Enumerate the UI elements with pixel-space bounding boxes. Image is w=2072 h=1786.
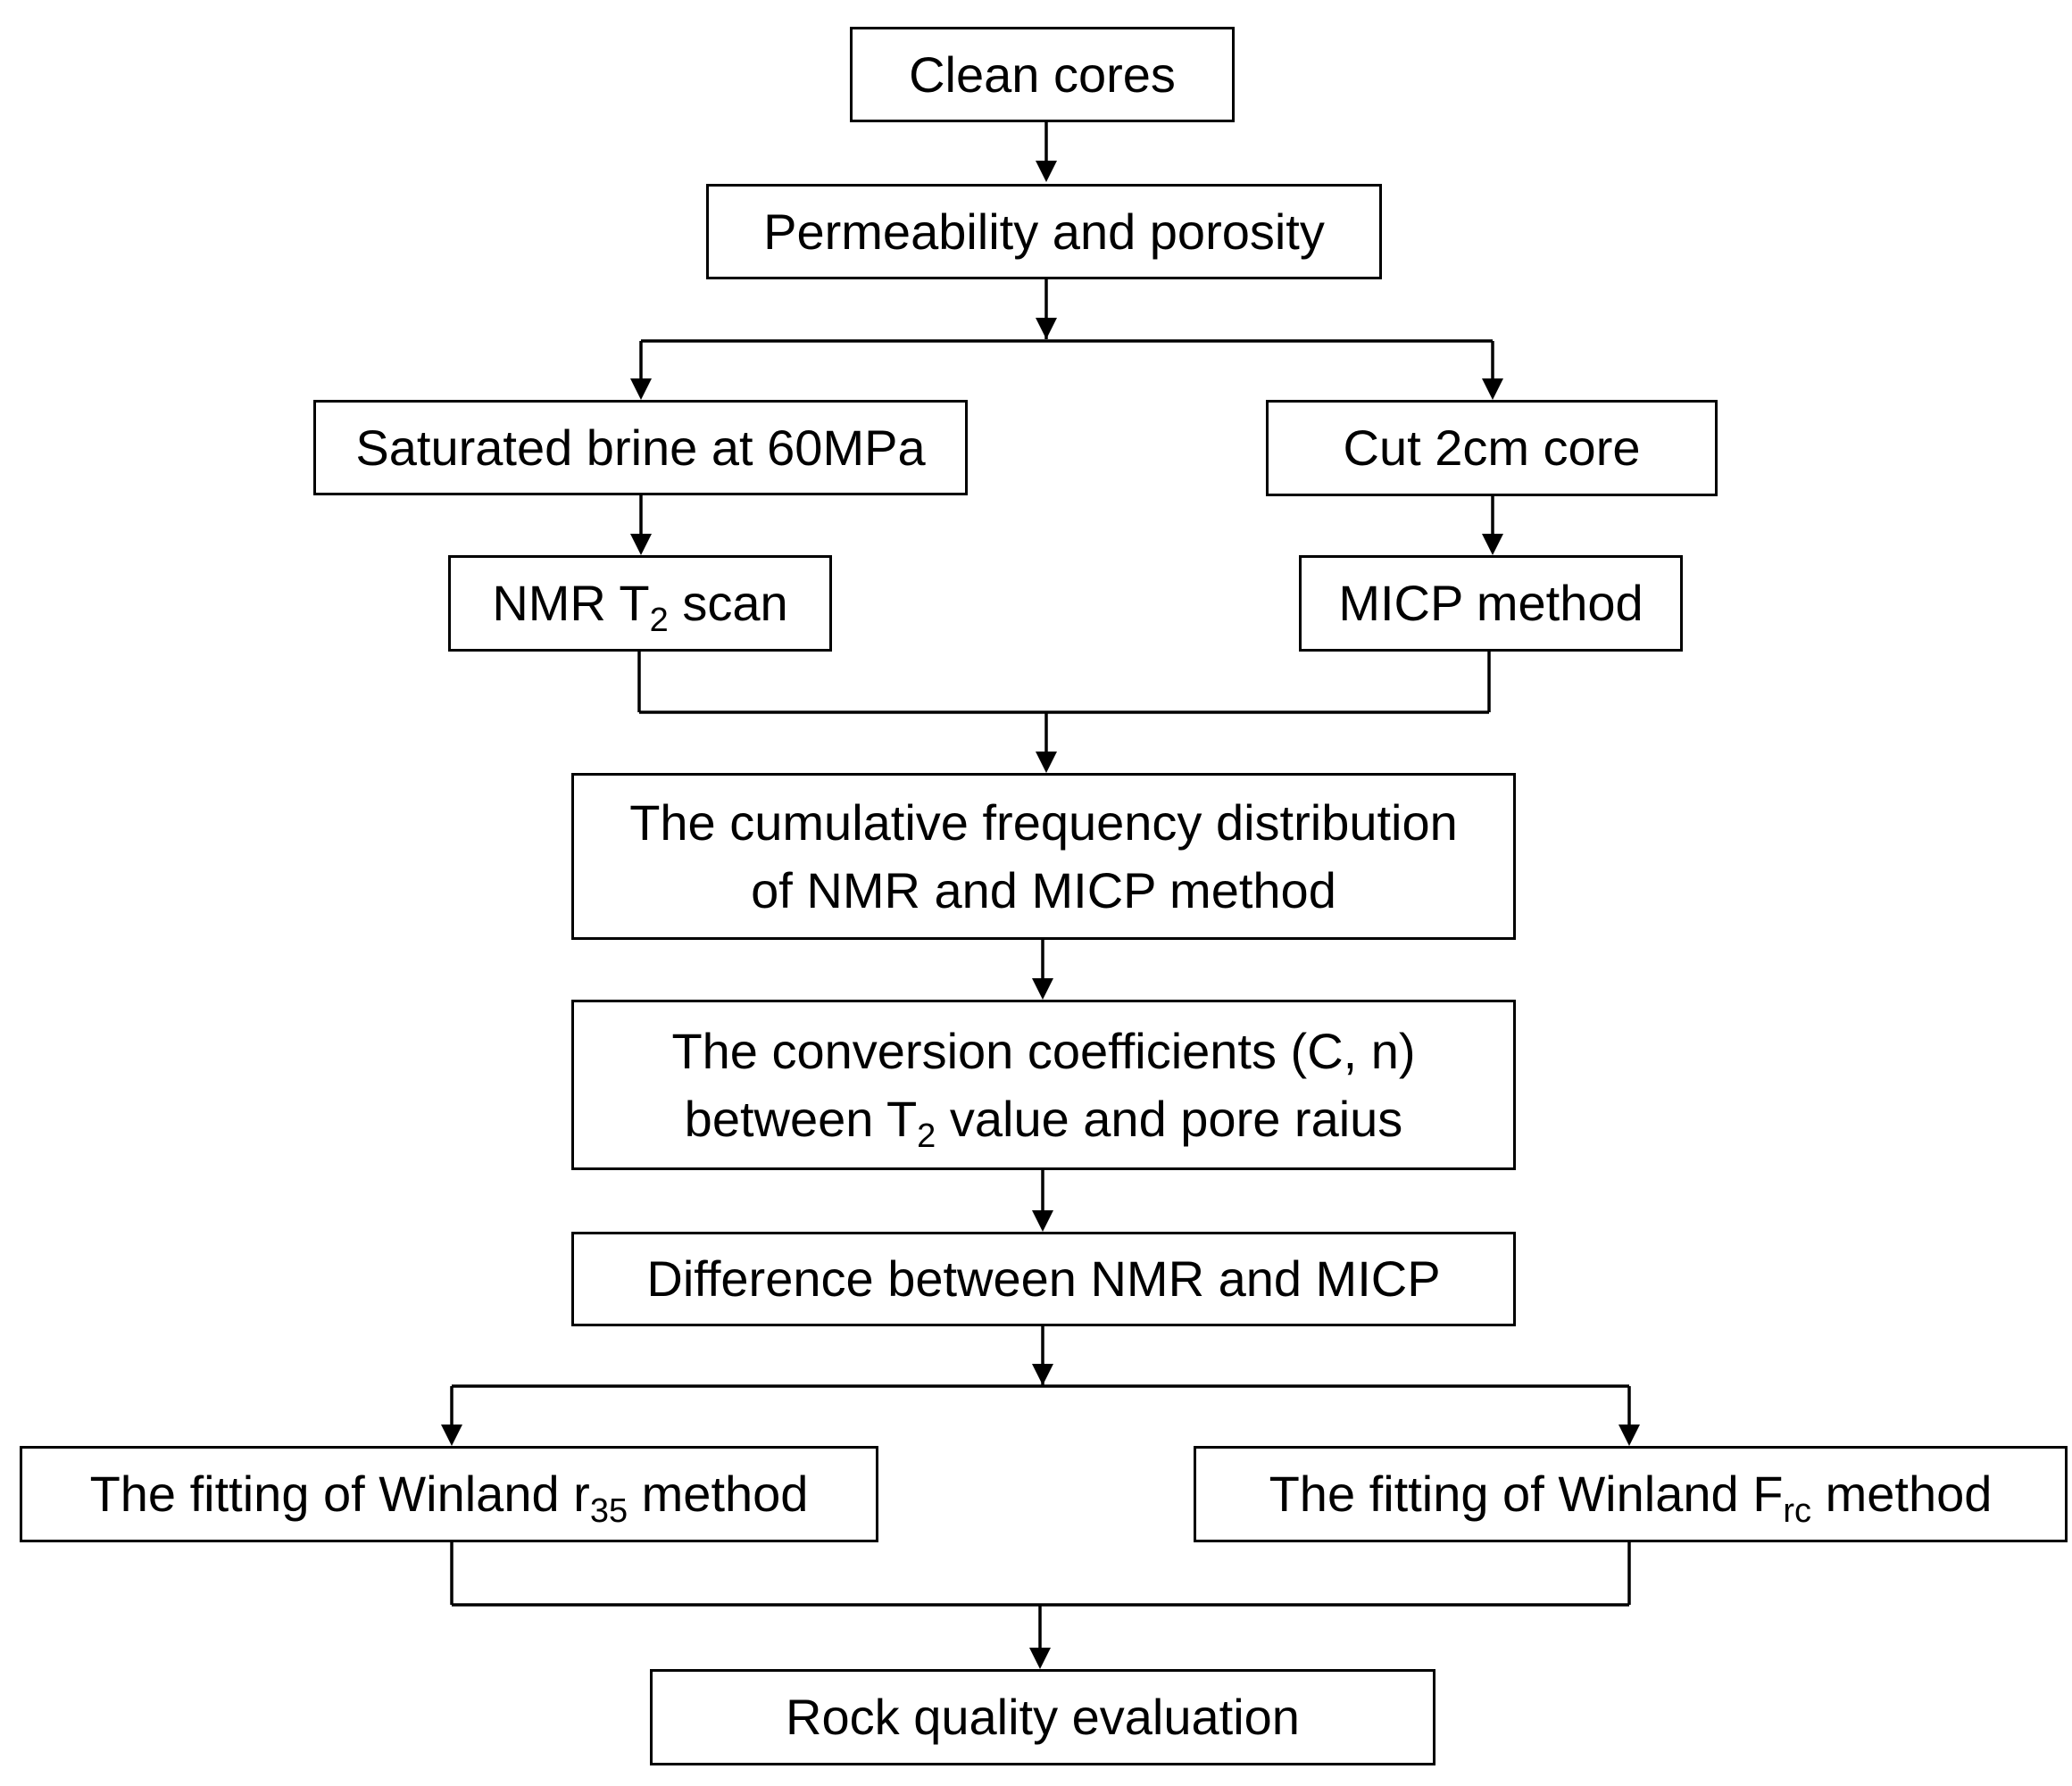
node-permeability-porosity-label: Permeability and porosity <box>763 203 1325 260</box>
node-conversion-line1: The conversion coefficients (C, n) <box>671 1023 1416 1080</box>
arrowhead-conv-to-diff <box>1032 1210 1053 1232</box>
arrowhead-to-cut <box>1482 378 1503 400</box>
node-clean-cores: Clean cores <box>850 27 1235 122</box>
arrowhead-diff-split <box>1032 1364 1053 1385</box>
node-rock-quality: Rock quality evaluation <box>650 1669 1435 1765</box>
node-clean-cores-label: Clean cores <box>909 46 1176 103</box>
node-winland-frc: The fitting of Winland Frc method <box>1194 1446 2068 1542</box>
node-conversion-line2: between T2 value and pore raius <box>684 1090 1403 1155</box>
node-nmr-scan-label: NMR T2 scan <box>492 575 788 640</box>
arrowhead-cut-to-micp <box>1482 534 1503 555</box>
node-winland-frc-label: The fitting of Winland Frc method <box>1269 1466 1993 1531</box>
node-winland-r35: The fitting of Winland r35 method <box>20 1446 878 1542</box>
node-micp-method-label: MICP method <box>1338 575 1643 632</box>
arrowhead-to-frc <box>1618 1425 1640 1446</box>
node-cut-core: Cut 2cm core <box>1266 400 1718 496</box>
arrowhead-to-cumul <box>1036 752 1057 773</box>
node-micp-method: MICP method <box>1299 555 1683 652</box>
node-saturated-brine: Saturated brine at 60MPa <box>313 400 968 495</box>
node-saturated-brine-label: Saturated brine at 60MPa <box>355 419 926 476</box>
node-cumulative-line2: of NMR and MICP method <box>751 861 1336 918</box>
node-nmr-scan: NMR T2 scan <box>448 555 832 652</box>
node-cumulative-line1: The cumulative frequency distribution <box>629 794 1458 851</box>
arrowhead-perm-split <box>1036 318 1057 339</box>
arrowhead-clean-to-perm <box>1036 161 1057 182</box>
node-rock-quality-label: Rock quality evaluation <box>786 1689 1300 1746</box>
arrowhead-cumul-to-conv <box>1032 978 1053 1000</box>
node-winland-r35-label: The fitting of Winland r35 method <box>89 1466 809 1531</box>
node-cumulative-distribution: The cumulative frequency distribution of… <box>571 773 1516 940</box>
node-cut-core-label: Cut 2cm core <box>1343 420 1641 477</box>
arrowhead-brine-to-nmr <box>630 534 652 555</box>
arrowhead-to-r35 <box>441 1425 462 1446</box>
arrowhead-to-brine <box>630 378 652 400</box>
node-conversion-coefficients: The conversion coefficients (C, n) betwe… <box>571 1000 1516 1170</box>
node-permeability-porosity: Permeability and porosity <box>706 184 1382 279</box>
arrowhead-to-rock <box>1029 1648 1051 1669</box>
node-difference: Difference between NMR and MICP <box>571 1232 1516 1326</box>
node-difference-label: Difference between NMR and MICP <box>646 1250 1441 1308</box>
